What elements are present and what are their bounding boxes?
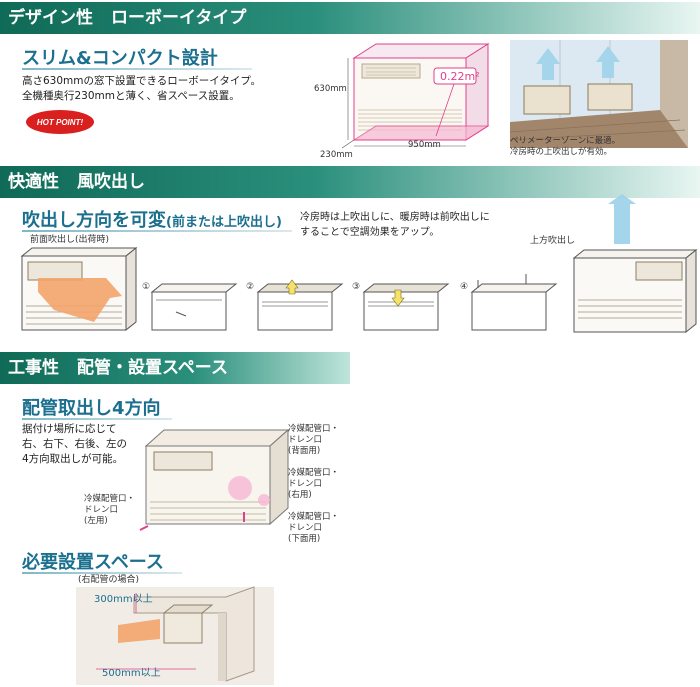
step-2-diagram [256, 279, 344, 331]
front-outlet-label: 前面吹出し(出荷時) [30, 235, 110, 245]
band-title-design: デザイン性 [8, 8, 93, 28]
band-sub-comfort: 風吹出し [77, 172, 145, 192]
step-2-marker: ② [246, 282, 255, 292]
section-band-construction: 工事性配管・設置スペース [0, 352, 350, 384]
step-4-marker: ④ [460, 282, 469, 292]
dim-depth-label: 230mm [320, 150, 353, 160]
step-3-marker: ③ [352, 282, 361, 292]
space-top-label: 300mm以上 [94, 594, 153, 605]
band-title-comfort: 快適性 [8, 172, 59, 192]
step-1-diagram [150, 283, 238, 331]
perimeter-room-illustration [509, 40, 688, 148]
heading-underline [22, 68, 252, 70]
dim-width-label: 950mm [408, 140, 441, 150]
pipe-direction-diagram [139, 428, 290, 531]
top-outlet-unit [572, 194, 698, 334]
heading-underline [22, 572, 182, 574]
section-band-comfort: 快適性風吹出し [0, 166, 700, 198]
front-outlet-unit [20, 246, 138, 332]
step-4-diagram [470, 274, 558, 331]
heading-underline [22, 230, 292, 232]
pipe-bottom-label: 冷媒配管口・ ドレン口 (下面用) [288, 512, 340, 544]
area-value: 0.22m² [440, 70, 480, 83]
heading-pipe-4way: 配管取出し4方向 [22, 398, 161, 419]
pipe-back-label: 冷媒配管口・ ドレン口 (背面用) [288, 424, 340, 456]
hot-point-badge: HOT POINT! [26, 110, 94, 134]
heading-airflow-direction: 吹出し方向を可変(前または上吹出し) [22, 206, 282, 232]
hot-point-text: HOT POINT! [37, 118, 84, 127]
band-sub-construction: 配管・設置スペース [77, 358, 228, 378]
heading-airflow-main: 吹出し方向を可変 [22, 210, 166, 231]
photo-caption: ペリメーターゾーンに最適。 冷房時の上吹出しが有効。 [510, 136, 621, 157]
comfort-body-text: 冷房時は上吹出しに、暖房時は前吹出しに することで空調効果をアップ。 [300, 212, 490, 238]
heading-underline [22, 418, 172, 420]
step-3-diagram [362, 283, 450, 331]
heading-required-space: 必要設置スペース [22, 552, 164, 573]
section-band-design: デザイン性ローボーイタイプ [0, 2, 700, 34]
space-side-label: 500mm以上 [102, 668, 161, 679]
heading-slim-compact: スリム&コンパクト設計 [22, 48, 218, 69]
pipe-left-label: 冷媒配管口・ ドレン口 (左用) [84, 494, 136, 526]
step-1-marker: ① [142, 282, 151, 292]
unit-dimension-diagram [341, 43, 490, 149]
band-title-construction: 工事性 [8, 358, 59, 378]
top-outlet-label: 上方吹出し [530, 236, 576, 246]
space-note: (右配管の場合) [78, 575, 140, 585]
dim-height-label: 630mm [314, 84, 347, 94]
design-body-text: 高さ630mmの窓下設置できるローボーイタイプ。 全機種奥行230mmと薄く、省… [22, 75, 262, 102]
pipe-right-label: 冷媒配管口・ ドレン口 (右用) [288, 468, 340, 500]
heading-airflow-note: (前または上吹出し) [166, 215, 282, 230]
installation-space-diagram [76, 586, 274, 685]
pipe-body-text: 据付け場所に応じて 右、右下、右後、左の 4方向取出しが可能。 [22, 423, 127, 465]
band-sub-design: ローボーイタイプ [111, 8, 247, 28]
